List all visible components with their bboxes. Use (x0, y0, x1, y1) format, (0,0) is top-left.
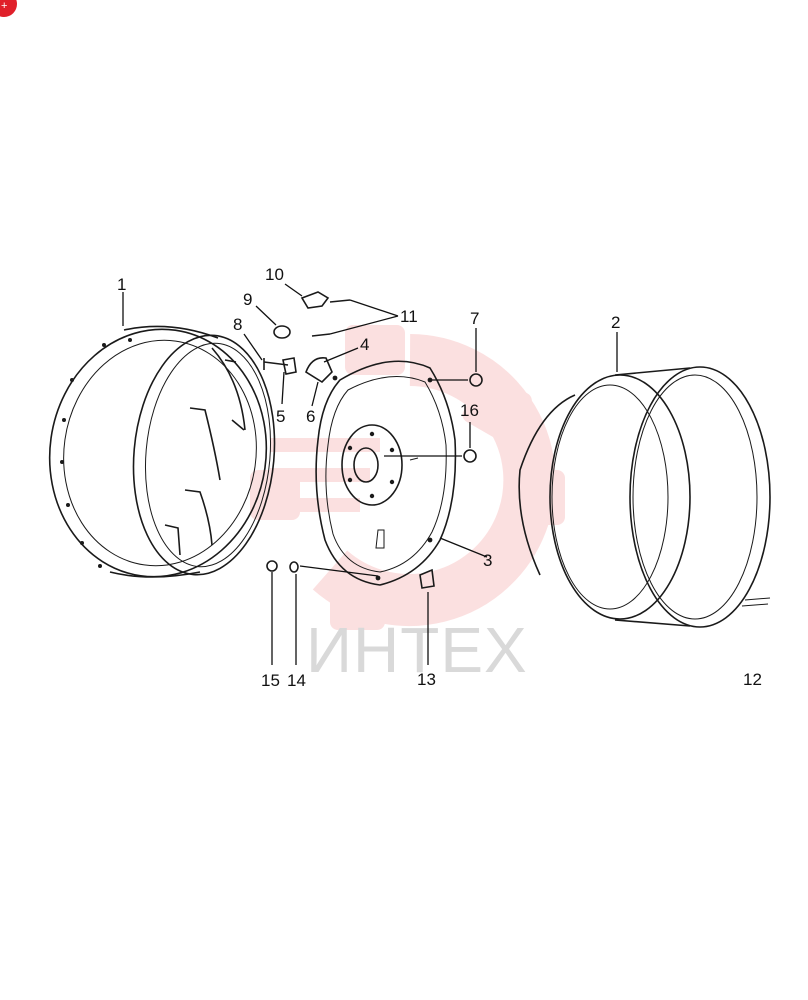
callout-13: 13 (417, 670, 436, 689)
hardware-parts (263, 291, 483, 589)
rim-bolt-holes (60, 338, 132, 568)
washer-part-9 (273, 325, 291, 339)
nut-part-16 (463, 449, 477, 463)
bolt-part-13 (419, 568, 435, 589)
callout-1: 1 (117, 275, 126, 294)
callout-6: 6 (306, 407, 315, 426)
callout-15: 15 (261, 671, 280, 690)
callout-3: 3 (483, 551, 492, 570)
clamp-plate-part-6 (305, 356, 333, 384)
callout-12: 12 (743, 670, 762, 689)
callout-8: 8 (233, 315, 242, 334)
clamp-part-10 (300, 291, 330, 309)
center-disc-part (315, 360, 457, 586)
watermark-text: ИНТЕХ (306, 614, 528, 686)
rim-ring-part (48, 325, 276, 578)
corner-badge-icon: + (0, 0, 17, 17)
callout-labels: 1 2 3 4 5 6 7 8 9 10 11 12 13 14 15 16 (117, 265, 762, 690)
nut-part-7 (469, 373, 483, 387)
leader-lines (122, 283, 618, 665)
callout-14: 14 (287, 671, 306, 690)
svg-text:+: + (1, 0, 7, 12)
callout-9: 9 (243, 290, 252, 309)
callout-7: 7 (470, 309, 479, 328)
watermark-gear-icon (250, 325, 565, 630)
callout-11: 11 (400, 307, 418, 326)
callout-10: 10 (265, 265, 284, 284)
disc-bolt-holes (332, 375, 433, 581)
bolt-part-11 (311, 299, 351, 337)
callout-5: 5 (276, 407, 285, 426)
wheel-rim-part (518, 366, 771, 628)
callout-16: 16 (460, 401, 479, 420)
nut-part-5 (282, 357, 297, 375)
callout-2: 2 (611, 313, 620, 332)
washer-part-14 (289, 561, 299, 573)
nut-part-15 (266, 560, 278, 572)
callout-4: 4 (360, 335, 369, 354)
